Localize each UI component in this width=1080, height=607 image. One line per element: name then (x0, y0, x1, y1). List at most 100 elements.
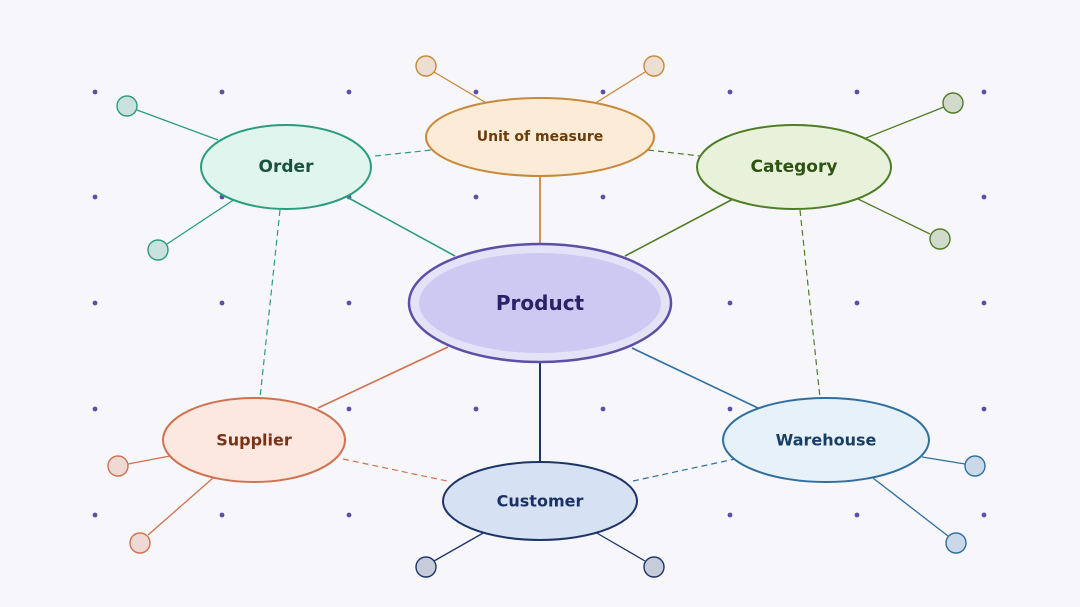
product-node[interactable]: Product (407, 242, 673, 364)
unit-category-relation (647, 149, 701, 157)
grid-dot (727, 406, 733, 412)
grid-dot (219, 300, 225, 306)
customer-label: Customer (497, 492, 584, 511)
customer-attributes (415, 531, 665, 578)
customer-ellipse (443, 462, 637, 540)
category-node[interactable]: Category (696, 124, 892, 210)
grid-dot (727, 300, 733, 306)
unit-attribute-dot (643, 55, 665, 77)
order-ellipse (201, 125, 371, 209)
product-inner-ellipse (419, 253, 661, 353)
warehouse-attribute-link (921, 456, 966, 465)
order-attribute-link (166, 198, 236, 245)
unit-of-measure-ellipse (426, 98, 654, 176)
supplier-attributes (107, 455, 214, 554)
grid-dot (346, 89, 352, 95)
grid-dot (346, 300, 352, 306)
supplier-label: Supplier (216, 431, 292, 450)
supplier-attribute-dot (129, 532, 151, 554)
unit-attribute-link (593, 71, 646, 105)
grid-dot (981, 89, 987, 95)
warehouse-label: Warehouse (776, 431, 877, 450)
supplier-attribute-dot (107, 455, 129, 477)
category-product-link (624, 197, 736, 257)
grid-dot (981, 512, 987, 518)
warehouse-ellipse (723, 398, 929, 482)
grid-dot (473, 89, 479, 95)
grid-dot (92, 194, 98, 200)
grid-dot (346, 512, 352, 518)
supplier-node[interactable]: Supplier (162, 397, 346, 483)
grid-dot (219, 89, 225, 95)
grid-dot (346, 406, 352, 412)
category-attribute-link (865, 106, 945, 139)
grid-dot (981, 194, 987, 200)
supplier-customer-relation (342, 458, 448, 482)
category-outline (696, 124, 892, 210)
order-outline (200, 124, 372, 210)
category-attribute-dot (929, 228, 951, 250)
supplier-attribute-link (147, 477, 214, 536)
warehouse-attributes (872, 455, 986, 554)
order-product-link (344, 195, 456, 257)
customer-attribute-dot (415, 556, 437, 578)
unit-attributes (415, 55, 665, 105)
category-attribute-link (857, 198, 931, 235)
grid-dot (92, 89, 98, 95)
supplier-ellipse (163, 398, 345, 482)
grid-dot (981, 406, 987, 412)
supplier-product-link (317, 346, 449, 409)
supplier-outline (162, 397, 346, 483)
warehouse-node[interactable]: Warehouse (722, 397, 930, 483)
category-attributes (857, 92, 964, 250)
product-links (317, 176, 759, 462)
customer-attribute-link (433, 531, 486, 562)
unit-attribute-link (433, 71, 489, 105)
category-ellipse (697, 125, 891, 209)
customer-node[interactable]: Customer (442, 461, 638, 541)
grid-dot (854, 512, 860, 518)
grid-dot (854, 300, 860, 306)
product-outline (407, 242, 673, 364)
grid-dot (92, 406, 98, 412)
warehouse-product-link (631, 347, 759, 409)
unit-of-measure-node[interactable]: Unit of measure (425, 97, 655, 177)
supplier-attribute-link (127, 455, 171, 465)
customer-warehouse-relation (632, 458, 736, 482)
customer-attribute-dot (643, 556, 665, 578)
grid-dot (600, 406, 606, 412)
warehouse-attribute-dot (945, 532, 967, 554)
category-warehouse-relation (799, 209, 821, 399)
warehouse-attribute-link (872, 477, 949, 537)
customer-attribute-link (594, 531, 646, 562)
grid-dot (981, 300, 987, 306)
order-attribute-link (136, 109, 219, 141)
grid-dot (600, 194, 606, 200)
unit-attribute-dot (415, 55, 437, 77)
grid-dot (727, 89, 733, 95)
grid-dot (727, 512, 733, 518)
warehouse-attribute-dot (964, 455, 986, 477)
grid-dot (600, 89, 606, 95)
order-attributes (116, 95, 236, 261)
dashed-relations (259, 149, 821, 482)
grid-dot (219, 512, 225, 518)
grid-dot (473, 194, 479, 200)
grid-dot (473, 406, 479, 412)
unit-of-measure-label: Unit of measure (477, 129, 604, 145)
order-attribute-dot (116, 95, 138, 117)
customer-outline (442, 461, 638, 541)
unit-of-measure-outline (425, 97, 655, 177)
category-attribute-dot (942, 92, 964, 114)
warehouse-outline (722, 397, 930, 483)
order-node[interactable]: Order (200, 124, 372, 210)
category-label: Category (751, 157, 838, 177)
order-supplier-relation (259, 209, 281, 399)
grid-dot (92, 300, 98, 306)
grid-dot (854, 89, 860, 95)
grid-dot (92, 512, 98, 518)
order-attribute-dot (147, 239, 169, 261)
product-label: Product (496, 291, 585, 315)
order-label: Order (259, 157, 315, 177)
